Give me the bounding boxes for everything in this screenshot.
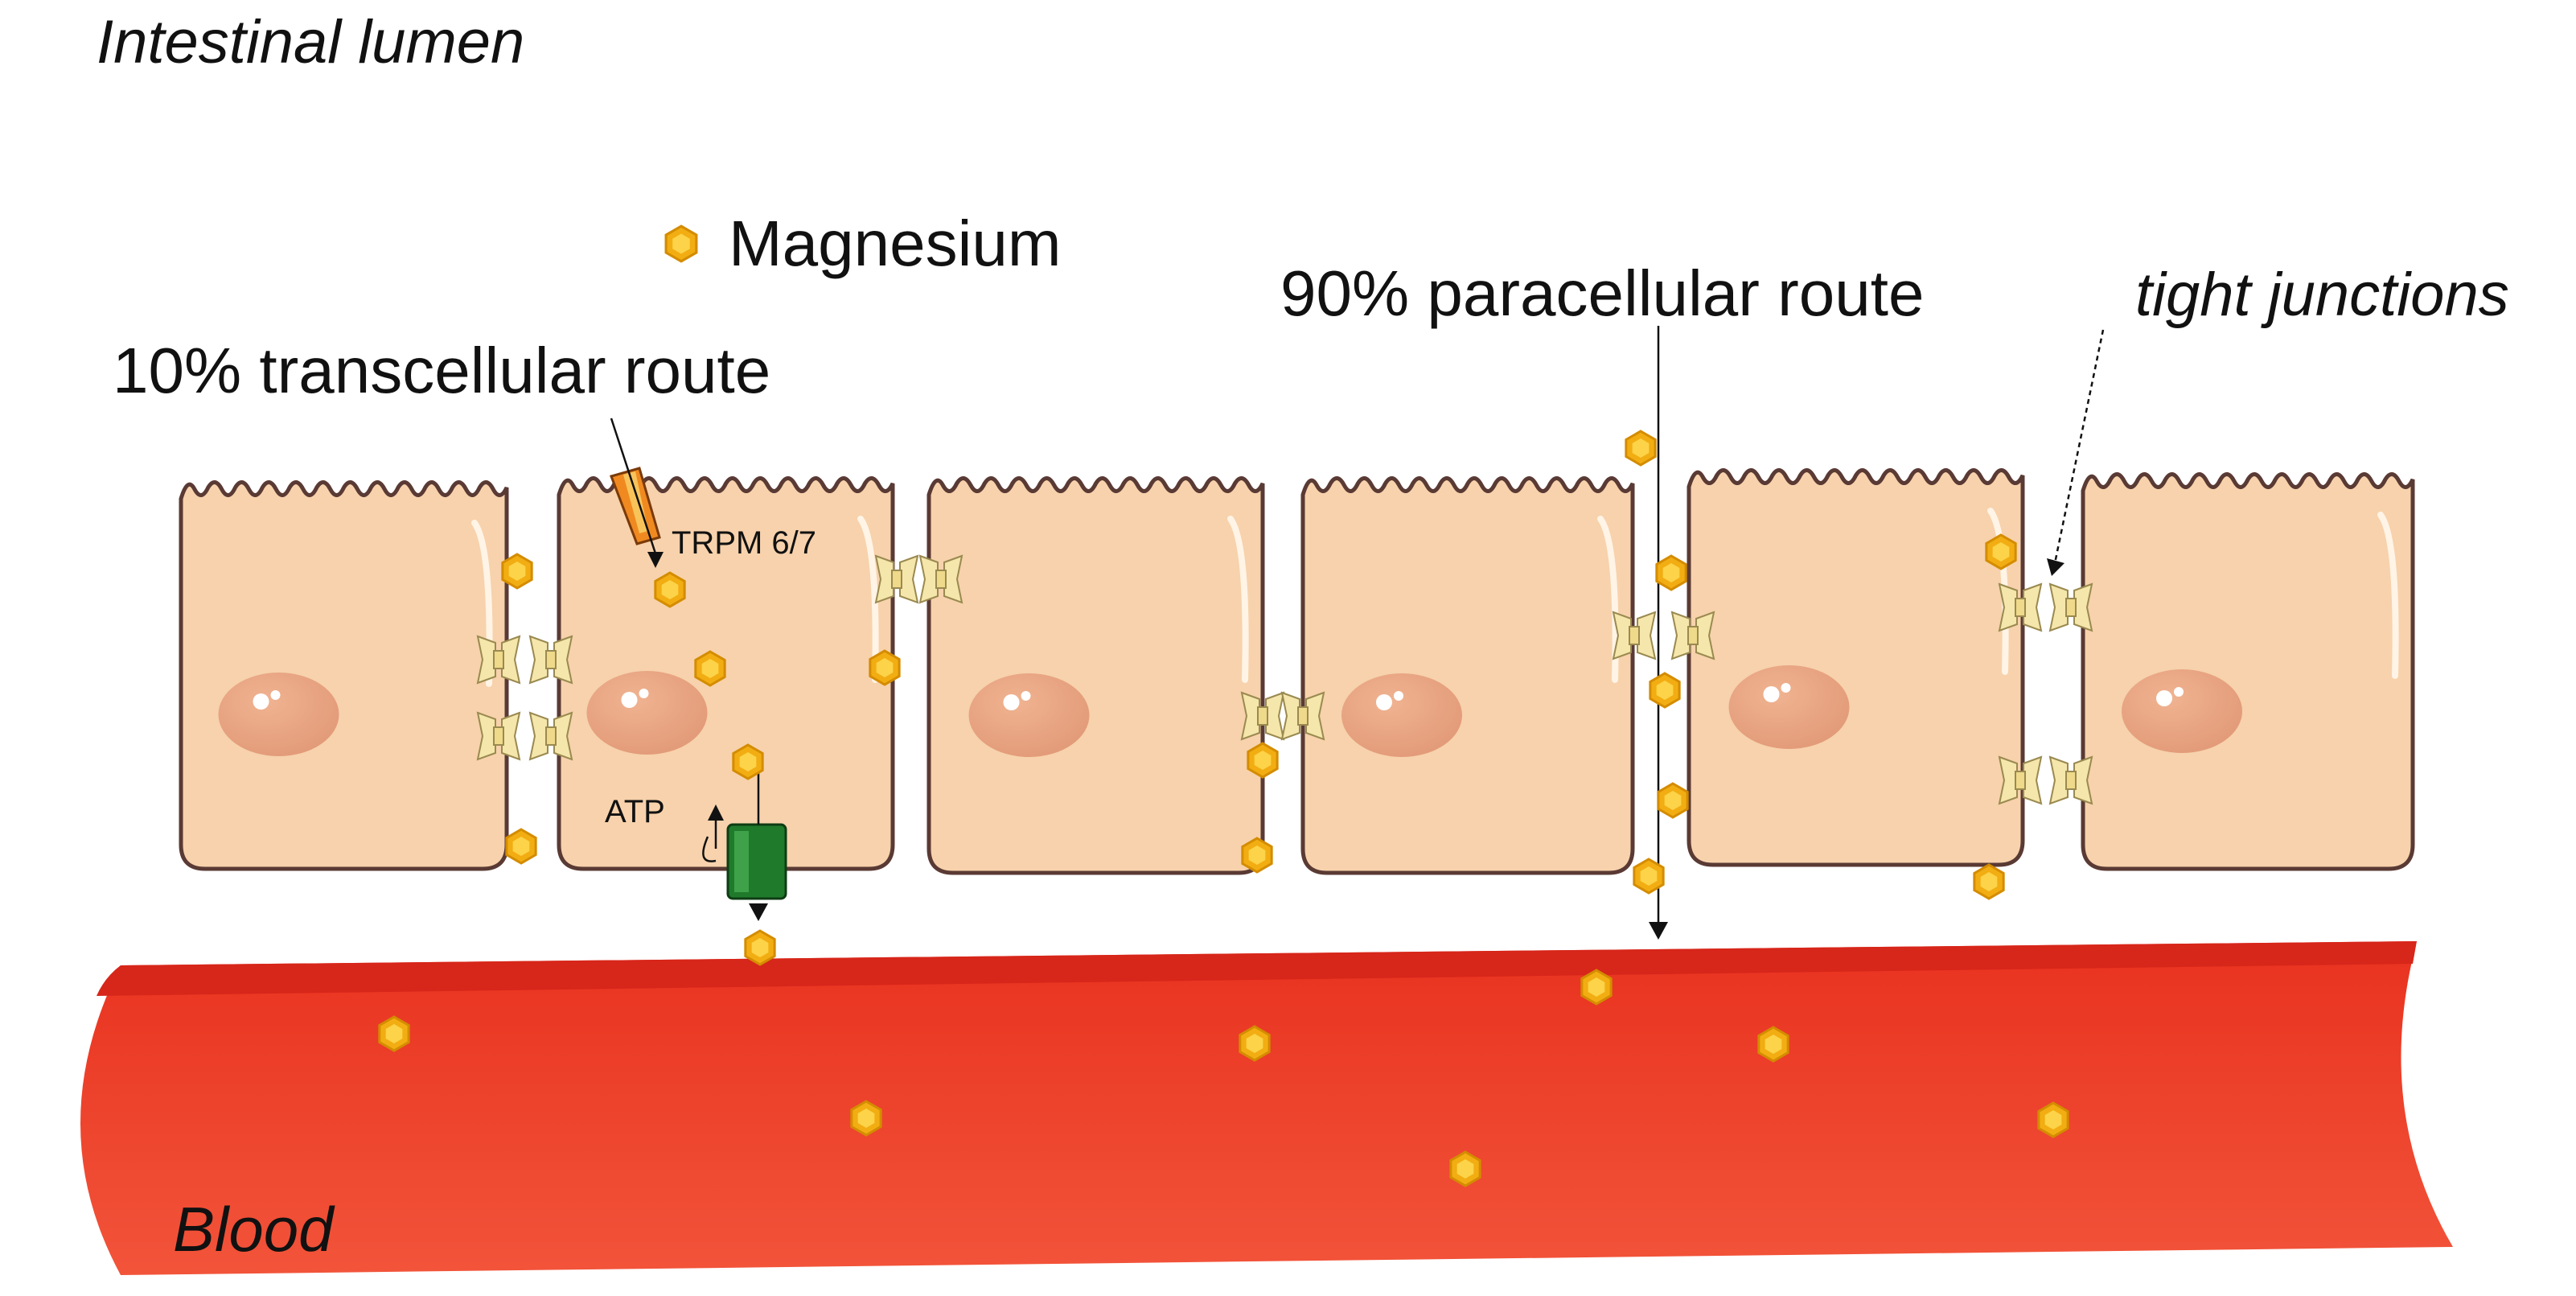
tight-junctions-label: tight junctions (2135, 261, 2509, 329)
lumen-label: Intestinal lumen (97, 8, 524, 76)
hexagon-icon (732, 743, 764, 780)
nucleolus (1021, 691, 1031, 701)
hexagon-icon (1657, 782, 1689, 819)
cell-membrane (1687, 468, 2025, 867)
nucleus (586, 671, 708, 755)
nucleus (218, 673, 339, 756)
tight-junction-icon (529, 636, 573, 684)
hexagon-icon (1973, 863, 2005, 900)
cell-highlight (857, 516, 879, 683)
hexagon-icon (1985, 533, 2017, 570)
tight-junction-icon (529, 712, 573, 760)
transcellular-label: 10% transcellular route (113, 335, 770, 406)
hexagon-icon (2037, 1101, 2069, 1138)
hexagon-icon (1241, 837, 1273, 874)
hexagon-icon (869, 649, 901, 686)
hexagon-icon (694, 650, 726, 687)
hexagon-icon (744, 929, 776, 966)
hexagon-icon (850, 1100, 882, 1137)
cell-membrane (179, 480, 509, 871)
magnesium-legend-label: Magnesium (729, 208, 1062, 279)
nucleolus (1376, 694, 1392, 710)
arrowheads (647, 552, 2064, 940)
tight-junction-icon (2049, 756, 2093, 804)
nucleus (968, 673, 1090, 757)
tight-junction-icon (875, 555, 918, 603)
hexagon-icon (1580, 969, 1613, 1006)
hexagon-icon (1757, 1026, 1789, 1063)
hexagon-icon (1247, 742, 1279, 779)
hexagon-icon (664, 224, 698, 263)
atp-pump-icon (726, 823, 787, 900)
cell-highlight (1227, 516, 1249, 683)
epithelial-cell (2081, 472, 2415, 871)
hexagon-icon (1633, 858, 1665, 895)
epithelial-cell (1687, 468, 2025, 867)
nucleolus (1003, 694, 1020, 710)
hexagon-icon (1655, 554, 1687, 591)
nucleolus (253, 693, 269, 710)
hexagon-icon (1649, 672, 1681, 709)
hexagon-icon (1239, 1025, 1271, 1062)
nucleolus (2156, 690, 2172, 706)
hexagon-icon (1449, 1150, 1481, 1187)
nucleolus (1394, 691, 1403, 701)
nucleolus (1763, 686, 1780, 702)
epithelial-cell (179, 480, 509, 871)
nucleolus (2174, 687, 2184, 697)
nucleus (1728, 665, 1850, 749)
hexagon-icon (501, 553, 533, 590)
tight-junction-icon (2049, 583, 2093, 632)
trpm-channel-icon (610, 467, 661, 545)
cell-membrane (926, 476, 1265, 875)
epithelial-cells (179, 468, 2415, 875)
hexagon-icon (1625, 430, 1657, 467)
nucleolus (639, 689, 649, 698)
cell-membrane (2081, 472, 2415, 871)
blood-label: Blood (173, 1194, 335, 1265)
blood-vessel: Blood (80, 941, 2453, 1275)
paracellular-label: 90% paracellular route (1280, 257, 1924, 329)
nucleolus (621, 692, 638, 708)
channel-label: TRPM 6/7 (672, 525, 816, 561)
cell-highlight (2377, 512, 2399, 679)
magnesium-legend: Magnesium (664, 208, 1062, 279)
hexagon-icon (654, 571, 686, 608)
nucleus (2122, 669, 2242, 753)
hexagon-icon (505, 828, 537, 865)
nucleus (1341, 673, 1462, 757)
nucleolus (270, 690, 281, 700)
nucleolus (1781, 683, 1791, 693)
route-arrows (610, 326, 2105, 925)
epithelial-cell (926, 476, 1265, 875)
cell-membrane (1300, 476, 1635, 875)
epithelial-cell (1300, 476, 1635, 875)
atp-label: ATP (605, 794, 665, 829)
hexagon-icon (378, 1015, 410, 1052)
